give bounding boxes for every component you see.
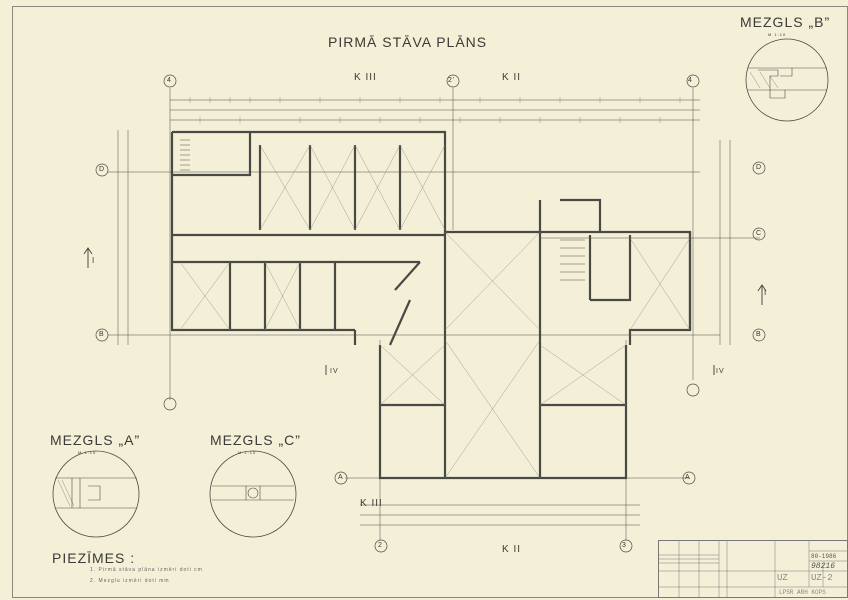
drawing-title: PIRMĀ STĀVA PLĀNS (328, 34, 488, 50)
axis-label: 4 (688, 77, 693, 84)
dimension-lines (108, 88, 760, 540)
section-mark: I (764, 288, 768, 297)
section-mark: IV (716, 368, 725, 375)
tick-marks (189, 97, 681, 123)
axis-circles (95, 74, 766, 553)
drawing-number: 98216 (811, 562, 836, 571)
detail-c-scale: M 1:10 (238, 450, 257, 455)
section-mark: IV (330, 368, 339, 375)
title-block: UZ UZ-2 80-1986 98216 LPSR ARH KOPS (658, 540, 848, 598)
detail-a-label: MEZGLS „A” (50, 432, 141, 448)
section-arrows (83, 247, 767, 375)
stairs (180, 139, 585, 281)
section-mark: K II (502, 72, 522, 83)
section-mark: K II (502, 544, 522, 555)
axis-label: 2' (448, 77, 456, 84)
axis-label: D (99, 166, 106, 173)
axis-label: A (685, 474, 691, 481)
notes-heading: PIEZĪMES : (52, 550, 136, 566)
title-block-grid (659, 541, 847, 597)
detail-a-scale: M 1:10 (78, 450, 97, 455)
detail-b-scale: M 1:10 (768, 32, 787, 37)
section-mark: K III (360, 498, 383, 509)
axis-label: 2 (378, 542, 383, 549)
axis-label: C (756, 230, 763, 237)
note-2: 2. Mezglu izmēri doti mm (90, 578, 170, 584)
axis-label: A (338, 474, 344, 481)
walls (170, 130, 692, 480)
detail-b-label: MEZGLS „B” (740, 14, 831, 30)
sheet-code-a: UZ (777, 573, 788, 583)
section-mark: K III (354, 72, 377, 83)
detail-c-label: MEZGLS „C” (210, 432, 301, 448)
note-1: 1. Pirmā stāva plāna izmēri doti cm (90, 567, 203, 573)
axis-label: D (756, 164, 763, 171)
room-diagonals (179, 144, 691, 479)
axis-label: 3 (622, 542, 627, 549)
archive-stamp: LPSR ARH KOPS (779, 589, 826, 596)
axis-label: B (99, 331, 105, 338)
axis-label: 4 (167, 77, 172, 84)
sheet-code-b: UZ-2 (811, 573, 833, 583)
detail-a-drawing (52, 450, 140, 538)
section-mark: I (92, 256, 96, 265)
detail-c-drawing (209, 450, 297, 538)
years: 80-1986 (811, 553, 837, 560)
detail-b-drawing (745, 38, 829, 122)
axis-label: B (756, 331, 762, 338)
